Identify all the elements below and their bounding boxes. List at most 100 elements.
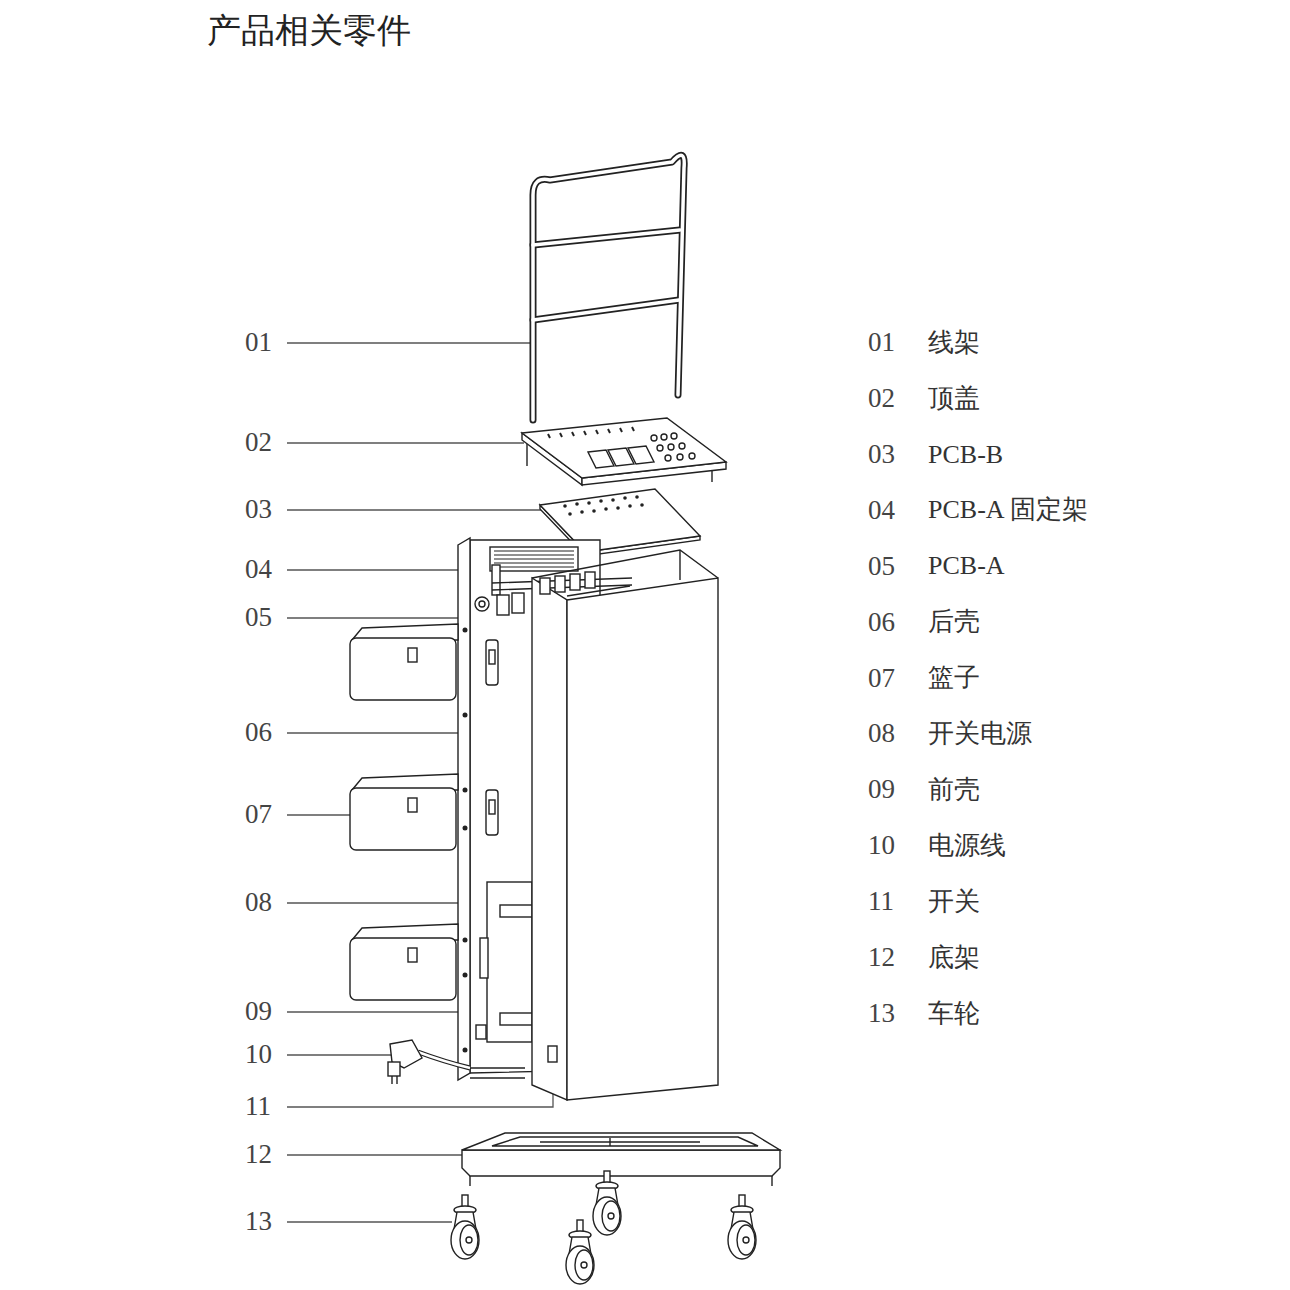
caster-wheel [602,1201,620,1231]
pcb-b [587,501,591,505]
wire-frame [533,300,679,320]
rear-shell [490,547,578,571]
rear-shell [489,650,495,664]
power-supply [500,1013,532,1025]
wire-frame [533,230,680,245]
pcb-b [580,510,584,514]
list-number: 04 [868,496,895,526]
front-shell [570,574,580,590]
power-supply [487,882,532,1042]
callout-number: 07 [245,800,272,830]
rear-shell [494,559,574,560]
top-cover [548,434,550,438]
list-number: 06 [868,608,895,638]
leader-lines [287,617,484,618]
rear-shell [489,800,495,814]
base-frame [609,1138,610,1146]
base-frame [492,1137,758,1146]
rear-shell [494,551,574,552]
power-cord [418,1052,470,1068]
top-cover [620,428,622,432]
callout-number: 04 [245,555,272,585]
rear-shell [512,593,524,613]
top-cover [548,427,634,438]
callout-number: 11 [245,1092,271,1122]
rear-shell [494,555,574,556]
callout-number: 02 [245,428,272,458]
part-name: PCB-A [928,552,1005,581]
pcb-b [640,503,644,507]
rear-shell [486,790,498,835]
base-frame [462,1133,780,1150]
list-number: 10 [868,831,895,861]
diagram-title: 产品相关零件 [207,12,411,49]
power-cord [391,1076,392,1084]
rear-shell [463,973,468,978]
rear-shell [463,628,468,633]
leader-lines [287,1221,452,1222]
list-number: 09 [868,775,895,805]
caster-wheel [581,1262,587,1268]
list-number: 07 [868,664,895,694]
wire-frame [533,155,684,420]
callout-number: 01 [245,328,272,358]
pcb-b [616,506,620,510]
rear-shell [494,551,574,567]
rear-shell [463,628,468,1053]
list-number: 02 [868,384,895,414]
top-cover [668,444,674,450]
list-number: 08 [868,719,895,749]
power-cord [418,1052,470,1068]
leader-lines [287,343,590,1222]
top-cover [661,434,667,440]
part-name: 前壳 [928,776,980,805]
wire-frame [533,155,684,420]
pcb-b [563,504,567,508]
top-cover [665,455,671,461]
base-frame [771,1176,772,1186]
pcb-b [611,498,615,502]
pcb-b [599,499,603,503]
front-shell [540,578,550,594]
baskets [408,798,417,812]
part-name: 底架 [928,944,980,973]
baskets [350,938,456,1000]
wire-frame [533,155,684,420]
baskets [408,648,417,662]
caster-wheel [566,1246,594,1284]
leader-lines [287,442,524,443]
front-shell [567,578,718,1100]
baskets [350,638,456,700]
caster-wheel [460,1225,478,1255]
part-name: 电源线 [928,832,1006,861]
power-cord [388,1062,400,1076]
leader-lines [287,1154,462,1155]
top-cover [632,427,634,431]
list-number: 01 [868,328,895,358]
baskets [350,624,458,1000]
baskets [408,948,417,962]
front-shell [555,576,565,592]
list-number: 11 [868,887,894,917]
list-number: 05 [868,552,895,582]
front-shell [548,1046,557,1062]
rear-shell [463,826,468,831]
caster-wheel [608,1213,614,1219]
list-number: 12 [868,943,895,973]
caster-wheel [743,1237,749,1243]
pcb-b [623,496,627,500]
front-shell [532,550,718,578]
rear-shell [494,563,574,564]
caster-wheel [466,1237,472,1243]
leader-lines [287,509,546,510]
front-shell [679,550,680,580]
rear-shell [463,713,468,718]
callout-number: 06 [245,718,272,748]
baskets [350,788,456,850]
top-cover [651,435,657,441]
rear-shell [475,597,489,611]
top-cover [584,431,586,435]
power-supply [480,938,488,978]
part-name: 顶盖 [928,385,980,414]
caster-wheel [728,1221,756,1259]
